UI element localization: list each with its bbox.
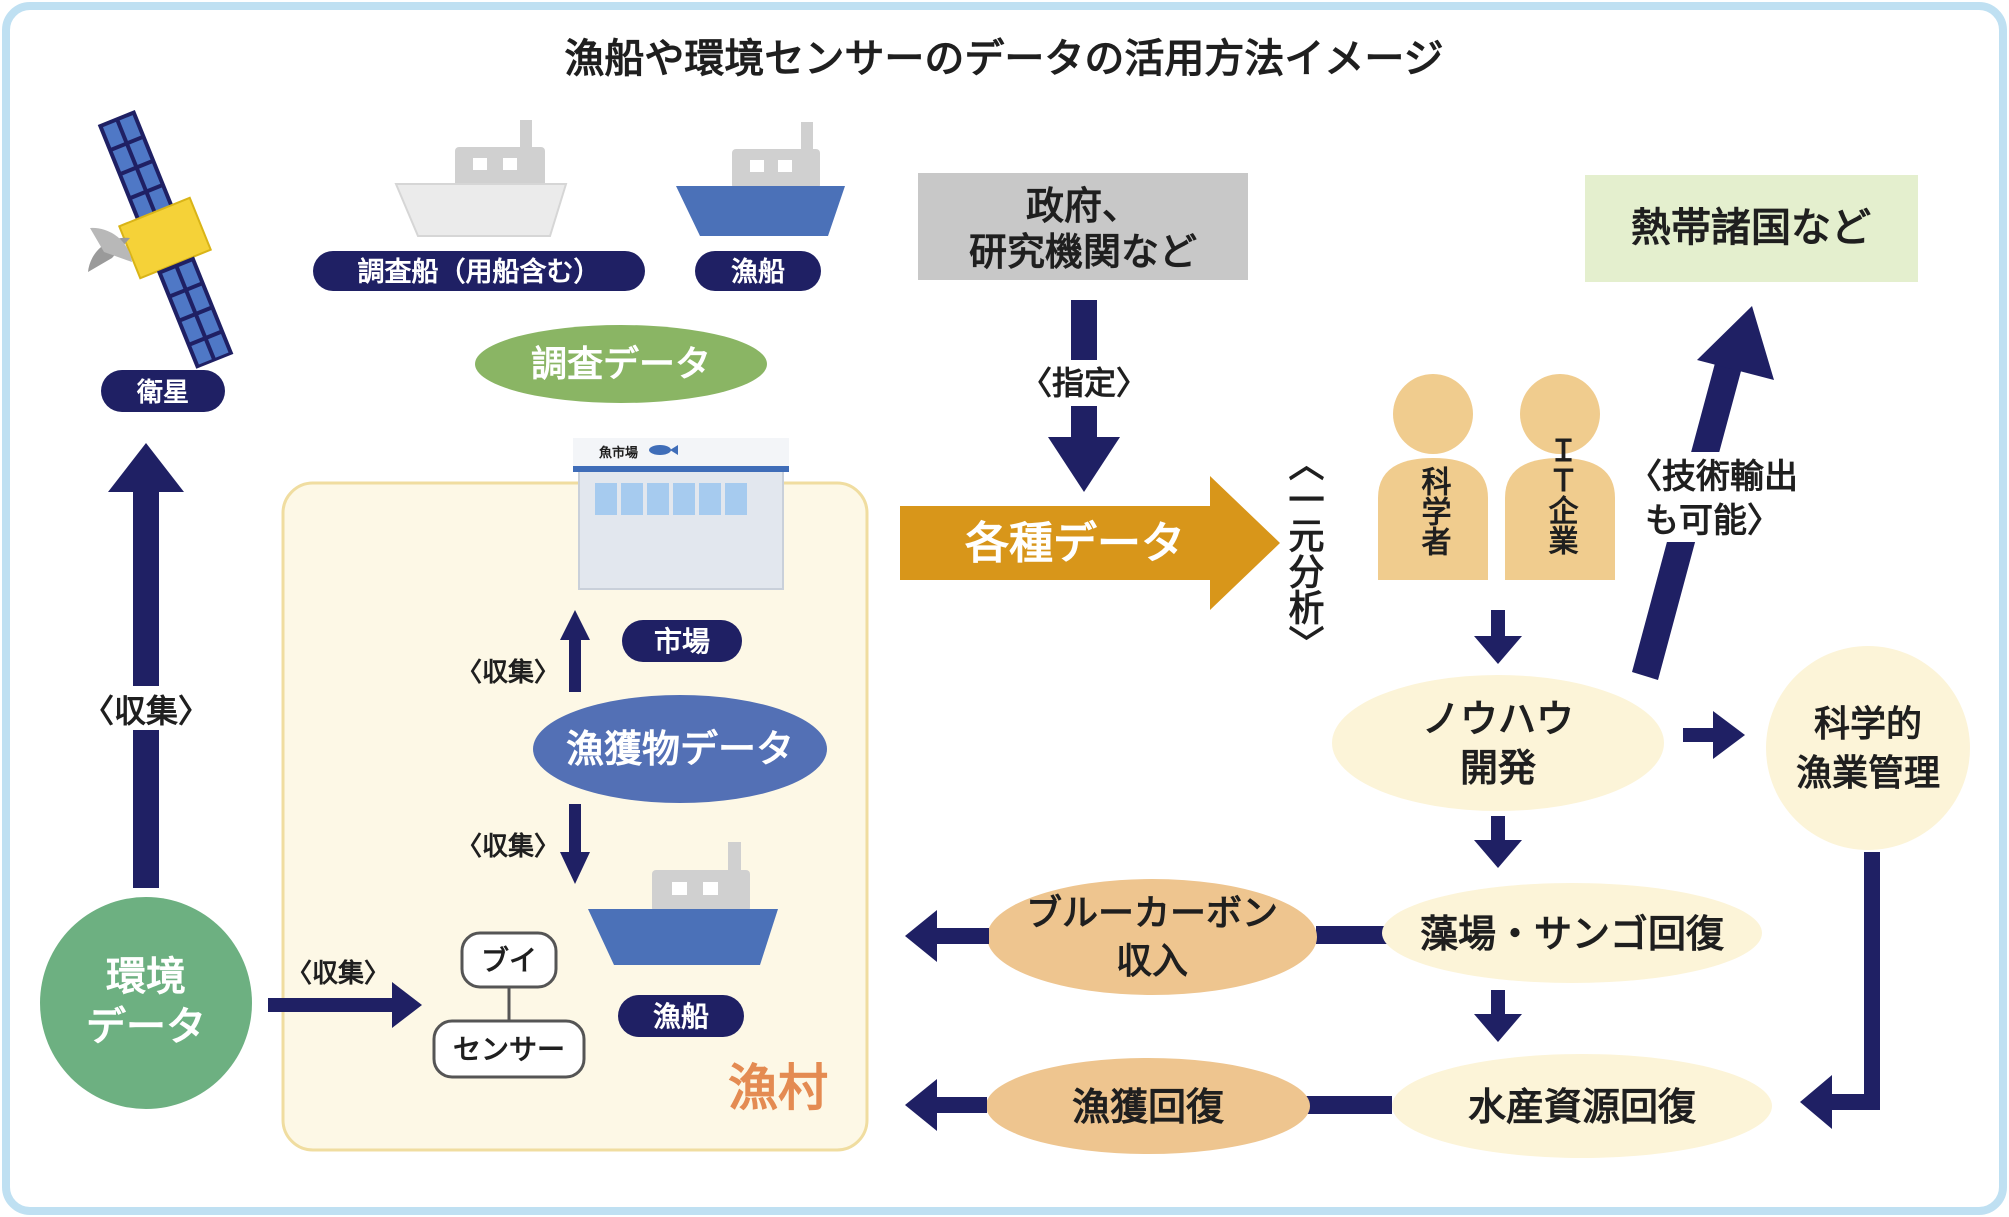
arrow-env-to-satellite-head bbox=[108, 443, 184, 492]
arrow-knowhow-to-seagrass-head bbox=[1474, 840, 1522, 868]
catch-recovery-ellipse bbox=[986, 1058, 1310, 1154]
tropical-label: 熱帯諸国など bbox=[1631, 205, 1871, 251]
it-company-label: ＩＴ企業 bbox=[1543, 435, 1579, 555]
government-label-line1: 政府、 bbox=[1026, 184, 1140, 228]
arrow-bluecarbon-left-shaft bbox=[935, 928, 989, 944]
arrow-env-to-sensor-head bbox=[392, 982, 422, 1028]
resource-recovery-ellipse bbox=[1392, 1054, 1772, 1158]
tropical-box bbox=[1585, 175, 1918, 282]
unified-analysis-label: 〈一元分析〉 bbox=[1283, 445, 1325, 661]
arrow-scientific-to-resource-head bbox=[1800, 1075, 1832, 1129]
survey-ship-icon bbox=[394, 120, 568, 237]
collect-sat-bg bbox=[80, 686, 212, 730]
collect-env-label: 〈収集〉 bbox=[286, 958, 390, 989]
blue-carbon-label-line2: 収入 bbox=[1116, 941, 1188, 982]
scientific-management-circle bbox=[1766, 646, 1970, 850]
export-label-line2: も可能〉 bbox=[1645, 501, 1781, 541]
it-company-icon bbox=[1505, 374, 1615, 580]
catch-data-ellipse bbox=[533, 695, 827, 803]
fishing-boat-village-icon bbox=[588, 842, 778, 965]
survey-data-ellipse bbox=[475, 325, 767, 403]
designate-label: 〈指定〉 bbox=[1020, 364, 1148, 402]
knowhow-label-line1: ノウハウ bbox=[1422, 697, 1574, 741]
arrow-catch-to-market-shaft bbox=[569, 638, 581, 692]
arrow-scientific-to-resource-horizontal bbox=[1830, 1094, 1880, 1110]
satellite-icon bbox=[88, 109, 234, 369]
arrow-seagrass-to-resource-shaft bbox=[1491, 990, 1505, 1016]
fishing-boat-village-label-pill bbox=[618, 995, 744, 1037]
sensor-label: センサー bbox=[453, 1033, 565, 1066]
fish-market-sign: 魚市場 bbox=[599, 445, 638, 461]
arrow-gov-to-data-head bbox=[1048, 437, 1120, 492]
scientific-label-line1: 科学的 bbox=[1814, 703, 1922, 745]
knowhow-label-line2: 開発 bbox=[1460, 746, 1537, 790]
fishing-village-label: 漁村 bbox=[728, 1059, 828, 1117]
various-data-label: 各種データ bbox=[965, 518, 1185, 569]
knowhow-ellipse bbox=[1332, 675, 1664, 811]
arrow-catch-to-market-head bbox=[560, 610, 590, 640]
arrow-people-to-knowhow-head bbox=[1474, 636, 1522, 664]
arrow-catch-to-boat-head bbox=[560, 852, 590, 884]
blue-carbon-ellipse bbox=[987, 879, 1317, 995]
export-label-line1: 〈技術輸出 bbox=[1628, 457, 1798, 497]
government-label-line2: 研究機関など bbox=[969, 230, 1197, 274]
collect-boat-label: 〈収集〉 bbox=[456, 831, 560, 862]
scientist-icon bbox=[1378, 374, 1488, 580]
env-data-label-line2: データ bbox=[86, 1004, 206, 1050]
fishing-boat-top-label-pill bbox=[695, 251, 821, 291]
env-data-label-line1: 環境 bbox=[106, 954, 186, 1000]
survey-data-label: 調査データ bbox=[531, 343, 711, 385]
catch-recovery-label: 漁獲回復 bbox=[1072, 1085, 1225, 1129]
catch-data-label: 漁獲物データ bbox=[566, 727, 794, 771]
connector-seagrass-bluecarbon bbox=[1316, 926, 1388, 944]
arrow-seagrass-to-resource-head bbox=[1474, 1014, 1522, 1042]
connector-resource-catch bbox=[1300, 1096, 1392, 1114]
page-title: 漁船や環境センサーのデータの活用方法イメージ bbox=[564, 36, 1443, 82]
env-data-circle bbox=[40, 897, 252, 1109]
sensor-box bbox=[432, 1019, 586, 1079]
arrow-knowhow-to-scientific-shaft bbox=[1683, 728, 1715, 742]
blue-carbon-label-line1: ブルーカーボン bbox=[1026, 892, 1278, 934]
arrow-bluecarbon-left-head bbox=[905, 910, 937, 962]
various-data-arrow bbox=[900, 476, 1280, 610]
collect-market-label: 〈収集〉 bbox=[456, 657, 560, 688]
arrow-catch-left-head bbox=[905, 1079, 937, 1131]
fishing-boat-village-label: 漁船 bbox=[653, 1000, 709, 1033]
seagrass-ellipse bbox=[1382, 883, 1762, 983]
arrow-scientific-to-resource-vertical bbox=[1864, 852, 1880, 1104]
market-label-pill bbox=[622, 620, 742, 662]
export-label-bg bbox=[1622, 452, 1804, 542]
arrow-catch-left-shaft bbox=[935, 1097, 987, 1113]
arrow-knowhow-to-seagrass-shaft bbox=[1491, 816, 1505, 842]
arrow-people-to-knowhow-shaft bbox=[1491, 610, 1505, 638]
buoy-label: ブイ bbox=[481, 944, 537, 977]
survey-ship-label: 調査船（用船含む） bbox=[358, 256, 601, 288]
scientific-label-line2: 漁業管理 bbox=[1796, 753, 1940, 794]
satellite-label-pill bbox=[101, 370, 225, 412]
seagrass-label: 藻場・サンゴ回復 bbox=[1420, 912, 1725, 956]
buoy-box bbox=[460, 931, 558, 989]
arrow-knowhow-to-scientific-head bbox=[1713, 711, 1745, 759]
satellite-label: 衛星 bbox=[136, 378, 189, 408]
fishing-boat-top-icon bbox=[676, 122, 845, 236]
collect-sat-label: 〈収集〉 bbox=[82, 692, 210, 730]
arrow-env-to-sensor-shaft bbox=[268, 998, 394, 1012]
fishing-boat-top-label: 漁船 bbox=[731, 256, 785, 288]
fish-market-icon bbox=[573, 438, 789, 590]
designate-bg bbox=[1015, 360, 1155, 406]
scientist-label: 科学者 bbox=[1416, 466, 1452, 556]
market-label: 市場 bbox=[654, 625, 710, 658]
arrow-export-head bbox=[1697, 306, 1774, 380]
resource-recovery-label: 水産資源回復 bbox=[1468, 1085, 1697, 1129]
arrow-catch-to-boat-shaft bbox=[569, 804, 581, 854]
survey-ship-label-pill bbox=[313, 251, 645, 291]
government-box bbox=[918, 173, 1248, 280]
